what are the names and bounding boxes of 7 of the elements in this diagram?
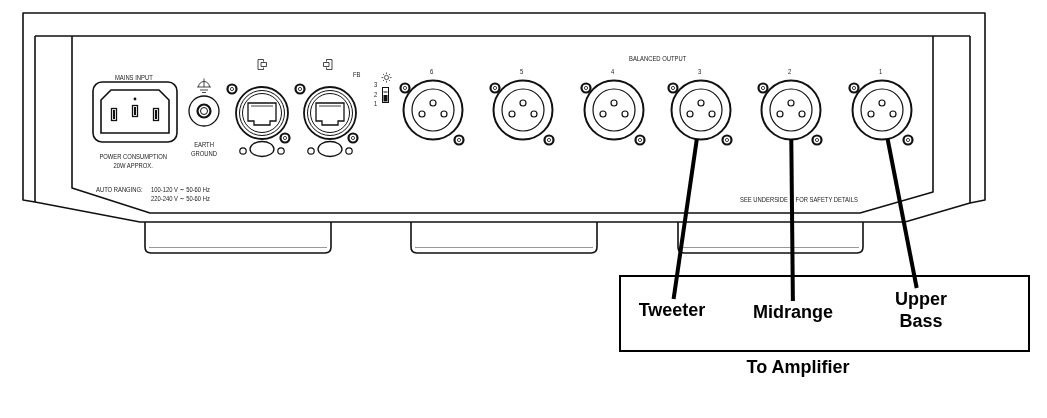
driver-label: Upper Bass: [895, 288, 947, 332]
leader-line: [671, 138, 699, 300]
driver-label: Tweeter: [638, 299, 706, 321]
driver-label: Midrange: [753, 301, 833, 323]
leader-line: [789, 139, 795, 302]
leader-line: [885, 138, 919, 289]
box-caption: To Amplifier: [746, 356, 850, 378]
